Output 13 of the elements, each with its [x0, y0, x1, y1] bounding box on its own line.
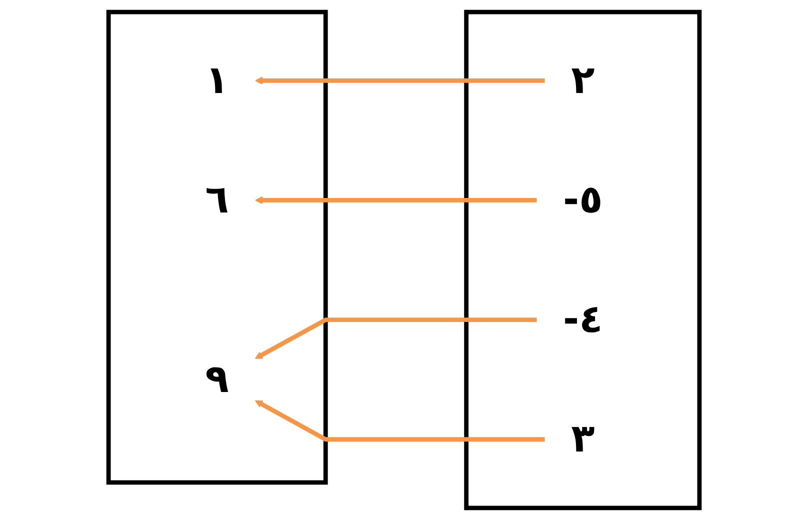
- arrow: [254, 196, 537, 204]
- node-text: ١: [205, 57, 229, 102]
- cluster: [106, 9, 328, 484]
- arrow: [254, 76, 545, 84]
- node-text: ٣: [571, 416, 595, 461]
- arrow: [254, 400, 545, 442]
- node-text: ٩: [205, 356, 229, 402]
- node-text: -٤: [563, 296, 603, 342]
- cluster: [464, 9, 702, 510]
- node-text: -٥: [563, 176, 603, 222]
- node-text: ٢: [571, 57, 595, 102]
- arrow: [254, 317, 537, 358]
- node-text: ٦: [205, 176, 229, 222]
